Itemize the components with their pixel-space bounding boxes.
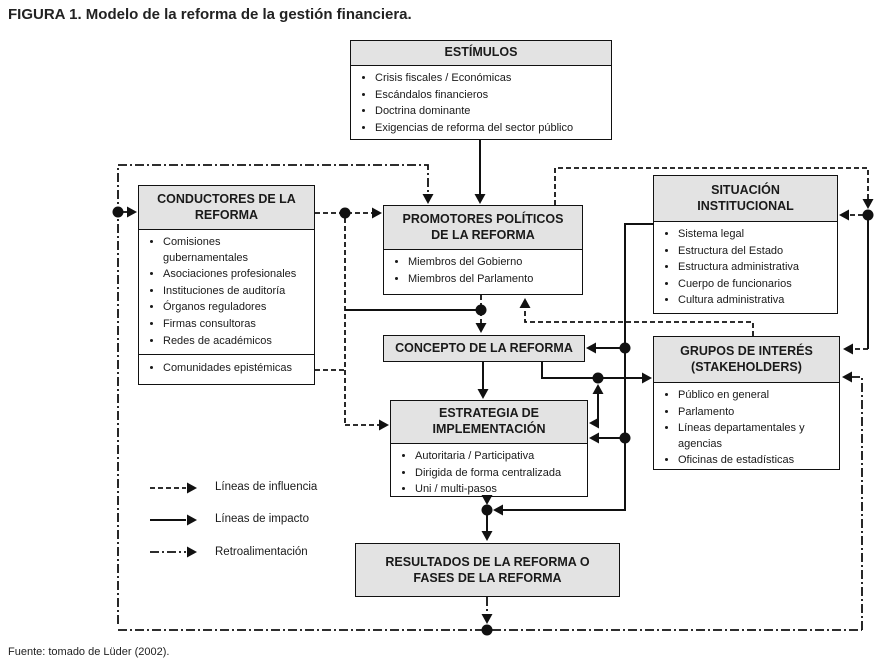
list-item: Doctrina dominante	[375, 104, 605, 120]
box-grupos-title: GRUPOS DE INTERÉS (STAKEHOLDERS)	[654, 337, 839, 383]
list-item: Redes de académicos	[163, 334, 308, 350]
box-resultados: RESULTADOS DE LA REFORMA O FASES DE LA R…	[355, 543, 620, 597]
list-item: Autoritaria / Participativa	[415, 449, 581, 465]
list-item: Oficinas de estadísticas	[678, 453, 833, 469]
list-item: Miembros del Parlamento	[408, 272, 576, 288]
box-conductores-sublist: Comunidades epistémicas	[139, 354, 314, 384]
box-situacion-list: Sistema legal Estructura del Estado Estr…	[654, 222, 837, 314]
list-item: Comunidades epistémicas	[163, 361, 308, 377]
list-item: Asociaciones profesionales	[163, 267, 308, 283]
legend-label-feedback: Retroalimentación	[215, 546, 308, 558]
box-situacion-title: SITUACIÓN INSTITUCIONAL	[654, 176, 837, 222]
box-estimulos-list: Crisis fiscales / Económicas Escándalos …	[351, 66, 611, 141]
list-item: Líneas departamentales y agencias	[678, 421, 833, 452]
list-item: Crisis fiscales / Económicas	[375, 71, 605, 87]
box-conductores: CONDUCTORES DE LA REFORMA Comisiones gub…	[138, 185, 315, 385]
list-item: Instituciones de auditoría	[163, 284, 308, 300]
box-promotores-title: PROMOTORES POLÍTICOS DE LA REFORMA	[384, 206, 582, 250]
box-grupos: GRUPOS DE INTERÉS (STAKEHOLDERS) Público…	[653, 336, 840, 470]
list-item: Firmas consultoras	[163, 317, 308, 333]
legend-label-influence: Líneas de influencia	[215, 481, 318, 493]
box-promotores: PROMOTORES POLÍTICOS DE LA REFORMA Miemb…	[383, 205, 583, 295]
figure-title: FIGURA 1. Modelo de la reforma de la ges…	[8, 6, 412, 23]
legend-label-impact: Líneas de impacto	[215, 513, 309, 525]
list-item: Cultura administrativa	[678, 293, 831, 309]
list-item: Dirigida de forma centralizada	[415, 466, 581, 482]
list-item: Miembros del Gobierno	[408, 255, 576, 271]
figure-source: Fuente: tomado de Lüder (2002).	[8, 646, 170, 658]
list-item: Público en general	[678, 388, 833, 404]
box-estrategia-title: ESTRATEGIA DE IMPLEMENTACIÓN	[391, 401, 587, 444]
list-item: Comisiones gubernamentales	[163, 235, 308, 266]
box-concepto-title: CONCEPTO DE LA REFORMA	[395, 341, 573, 356]
box-estrategia: ESTRATEGIA DE IMPLEMENTACIÓN Autoritaria…	[390, 400, 588, 497]
box-concepto: CONCEPTO DE LA REFORMA	[383, 335, 585, 362]
list-item: Uni / multi-pasos	[415, 482, 581, 498]
box-promotores-list: Miembros del Gobierno Miembros del Parla…	[384, 250, 582, 294]
legend-arrowhead-icons	[187, 482, 197, 558]
list-item: Órganos reguladores	[163, 300, 308, 316]
list-item: Estructura del Estado	[678, 244, 831, 260]
list-item: Escándalos financieros	[375, 88, 605, 104]
box-grupos-list: Público en general Parlamento Líneas dep…	[654, 383, 839, 474]
legend-arrow-samples	[150, 487, 186, 553]
list-item: Exigencias de reforma del sector público	[375, 121, 605, 137]
list-item: Cuerpo de funcionarios	[678, 277, 831, 293]
list-item: Parlamento	[678, 405, 833, 421]
list-item: Estructura administrativa	[678, 260, 831, 276]
box-conductores-list: Comisiones gubernamentales Asociaciones …	[139, 230, 314, 354]
box-estimulos-title: ESTÍMULOS	[351, 41, 611, 66]
box-conductores-title: CONDUCTORES DE LA REFORMA	[139, 186, 314, 230]
box-resultados-title: RESULTADOS DE LA REFORMA O FASES DE LA R…	[385, 554, 590, 585]
box-situacion: SITUACIÓN INSTITUCIONAL Sistema legal Es…	[653, 175, 838, 314]
box-estrategia-list: Autoritaria / Participativa Dirigida de …	[391, 444, 587, 503]
list-item: Sistema legal	[678, 227, 831, 243]
box-estimulos: ESTÍMULOS Crisis fiscales / Económicas E…	[350, 40, 612, 140]
